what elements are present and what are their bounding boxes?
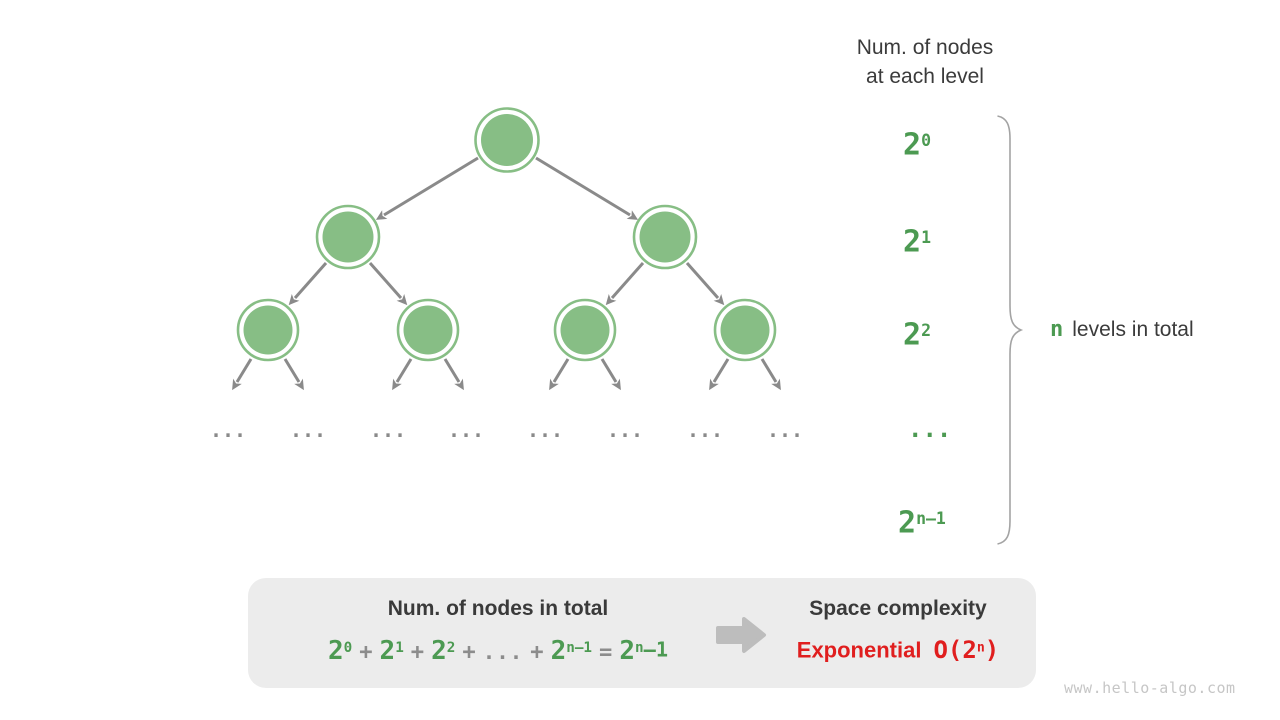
space-complexity-title: Space complexity <box>809 597 987 620</box>
tree-edge <box>283 358 304 391</box>
ellipsis: ... <box>687 418 723 442</box>
total-levels-text: levels in total <box>1072 318 1194 341</box>
level-count-label: 21 <box>903 221 931 259</box>
n-variable: n <box>1050 317 1064 342</box>
total-nodes-title: Num. of nodes in total <box>387 597 609 620</box>
power-exponent: 1 <box>921 228 931 247</box>
tree-edge <box>605 262 645 306</box>
tree-edge <box>443 358 464 391</box>
big-o-notation: O(2n) <box>933 636 999 664</box>
space-complexity-column: Space complexity Exponential O(2n) <box>778 594 1018 672</box>
ellipsis: ... <box>527 418 563 442</box>
total-levels-label: n levels in total <box>1050 317 1194 342</box>
levels-column-header: Num. of nodes at each level <box>818 33 1032 91</box>
power-exponent: 0 <box>343 640 353 656</box>
power-exponent: 1 <box>395 640 404 656</box>
ellipsis: ... <box>210 418 246 442</box>
power-base: 2 <box>898 505 917 541</box>
level-count-ellipsis: ... <box>908 412 951 446</box>
tree-nodes <box>236 107 777 362</box>
big-o-open: O(2 <box>933 635 977 664</box>
power-base: 2 <box>619 636 636 667</box>
power-base: 2 <box>903 127 922 163</box>
plus-operator: + <box>462 639 476 666</box>
level-count-label: 2n–1 <box>898 502 946 540</box>
tree-edge <box>685 262 725 306</box>
brace-icon <box>997 115 1024 545</box>
tree-edge <box>232 358 253 391</box>
ellipsis: ... <box>370 418 406 442</box>
minus-one: –1 <box>643 637 669 662</box>
plus-operator: + <box>359 639 373 666</box>
power-exponent: n–1 <box>916 509 946 528</box>
power-exponent: 2 <box>921 321 931 340</box>
ellipsis: ... <box>482 640 524 665</box>
ellipsis: ... <box>908 415 952 443</box>
tree-node <box>632 204 698 270</box>
tree-edge <box>549 358 570 391</box>
ellipsis: ... <box>607 418 643 442</box>
header-line1: Num. of nodes <box>856 36 994 59</box>
big-o-close: ) <box>984 635 1000 664</box>
power-exponent: 0 <box>921 131 931 150</box>
tree-node <box>396 298 460 362</box>
tree-edge <box>709 358 730 391</box>
tree-ellipses: ... ... ... ... ... ... ... ... <box>210 418 803 442</box>
power-base: 2 <box>903 224 922 260</box>
tree-edges <box>232 156 781 391</box>
tree-edge <box>375 156 479 220</box>
power-exponent: n <box>635 640 644 656</box>
header-line2: at each level <box>866 65 984 88</box>
tree-edge <box>600 358 621 391</box>
level-count-label: 22 <box>903 314 931 352</box>
level-count-label: 20 <box>903 124 931 162</box>
power-exponent: n <box>976 640 985 655</box>
ellipsis: ... <box>290 418 326 442</box>
tree-node <box>713 298 777 362</box>
power-base: 2 <box>327 636 344 667</box>
tree-edge <box>535 156 639 220</box>
equals-operator: = <box>599 639 613 666</box>
complexity-class: Exponential <box>796 637 922 663</box>
ellipsis: ... <box>767 418 803 442</box>
ellipsis: ... <box>448 418 484 442</box>
geometric-sum-formula: 20+21+22+...+2n–1=2n–1 <box>268 630 728 670</box>
power-exponent: 2 <box>446 640 456 656</box>
tree-edge <box>288 262 328 306</box>
tree-edge <box>760 358 781 391</box>
power-base: 2 <box>550 636 567 667</box>
tree-node-root <box>474 107 540 173</box>
plus-operator: + <box>410 639 425 666</box>
watermark: www.hello-algo.com <box>1064 679 1236 697</box>
tree-node <box>236 298 300 362</box>
summary-box: Num. of nodes in total 20+21+22+...+2n–1… <box>248 578 1036 688</box>
power-base: 2 <box>431 636 447 667</box>
tree-edge <box>368 262 408 306</box>
plus-operator: + <box>530 639 544 666</box>
tree-node <box>553 298 617 362</box>
power-base: 2 <box>379 636 396 667</box>
tree-edge <box>392 358 413 391</box>
tree-node <box>315 204 381 270</box>
power-base: 2 <box>903 317 922 353</box>
power-exponent: n–1 <box>566 640 593 656</box>
complexity-result: Exponential O(2n) <box>778 630 1018 672</box>
right-arrow-icon <box>716 617 766 653</box>
total-nodes-column: Num. of nodes in total 20+21+22+...+2n–1… <box>268 594 728 670</box>
